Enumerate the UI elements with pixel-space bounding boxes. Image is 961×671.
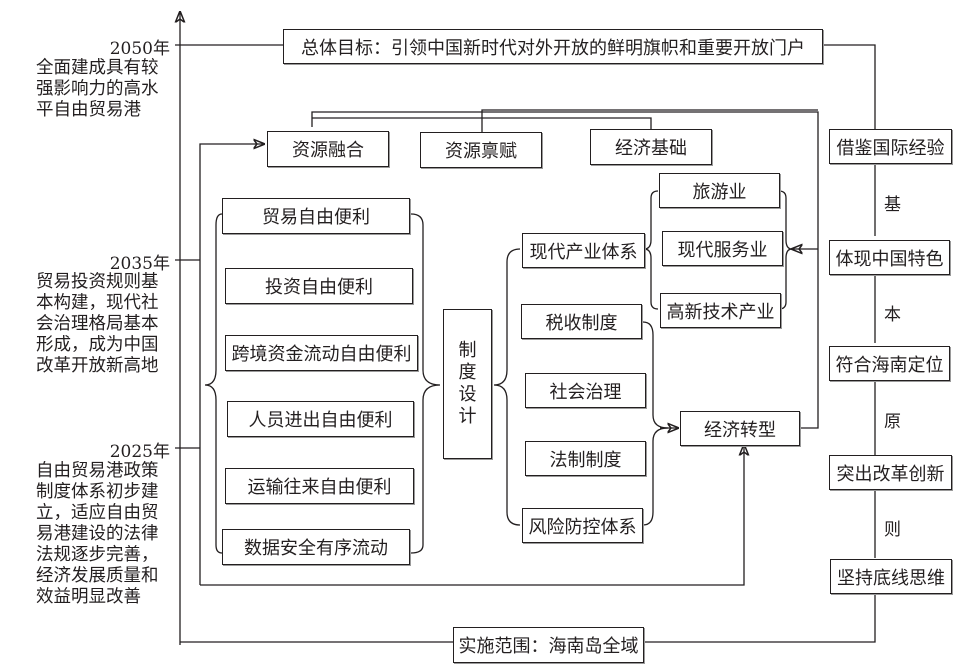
industry-tourism: 旅游业	[659, 173, 780, 208]
desc-line: 强影响力的高水	[36, 79, 159, 99]
freedom-investment: 投资自由便利	[225, 268, 413, 304]
freedom-data-flow: 数据安全有序流动	[222, 529, 410, 565]
endowment-link	[481, 109, 818, 135]
system-legal: 法制制度	[525, 441, 646, 476]
milestone-2025-description: 自由贸易港政策 制度体系初步建 立，适应自由贸 易港建设的法律 法规逐步完善， …	[36, 461, 176, 608]
system-design-box: 制 度 设 计	[443, 309, 492, 459]
freedom-cross-border-capital: 跨境资金流动自由便利	[225, 335, 418, 371]
principles-title-char: 原	[884, 412, 901, 432]
principle-bottom-line: 坚持底线思维	[830, 559, 952, 594]
desc-line: 全面建成具有较	[36, 58, 159, 78]
industries-left-brace	[643, 190, 659, 310]
desc-line: 立，适应自由贸	[36, 503, 159, 523]
loop-to-resource-fusion	[199, 144, 264, 585]
freedom-transport: 运输往来自由便利	[225, 468, 414, 504]
desc-line: 自由贸易港政策	[36, 461, 159, 481]
system-tax: 税收制度	[521, 304, 642, 339]
principles-title-char: 本	[884, 305, 901, 325]
freedoms-left-brace	[204, 213, 223, 554]
desc-line: 贸易投资规则基	[36, 272, 159, 292]
industry-modern-services: 现代服务业	[662, 231, 783, 266]
foundation-resource-fusion: 资源融合	[267, 131, 389, 167]
year-2050: 2050年	[109, 39, 170, 59]
freedoms-right-brace	[410, 213, 441, 554]
system-design-char: 设	[458, 384, 477, 405]
foundation-economic-base: 经济基础	[590, 129, 712, 165]
desc-line: 平自由贸易港	[36, 100, 141, 120]
year-2035: 2035年	[109, 254, 170, 274]
principle-hainan-positioning: 符合海南定位	[829, 346, 950, 381]
systems-left-brace	[493, 248, 521, 526]
freedom-personnel: 人员进出自由便利	[227, 401, 414, 437]
year-2025: 2025年	[109, 442, 170, 462]
freedom-trade: 贸易自由便利	[222, 198, 410, 234]
desc-line: 本构建，现代社	[36, 293, 159, 313]
desc-line: 制度体系初步建	[36, 482, 159, 502]
desc-line: 改革开放新高地	[36, 356, 159, 376]
principles-title-char: 则	[884, 520, 901, 540]
system-modern-industry: 现代产业体系	[522, 233, 645, 268]
desc-line: 效益明显改善	[36, 587, 141, 607]
overall-goal-box: 总体目标：引领中国新时代对外开放的鲜明旗帜和重要开放门户	[283, 29, 823, 64]
systems-right-brace	[642, 321, 669, 526]
loop-to-econ-transform	[200, 445, 744, 586]
economic-transformation-box: 经济转型	[680, 411, 800, 446]
principle-chinese-characteristics: 体现中国特色	[829, 240, 950, 275]
system-risk-control: 风险防控体系	[522, 508, 643, 543]
desc-line: 会治理格局基本	[36, 314, 159, 334]
goal-to-principles	[823, 44, 876, 130]
system-social-governance: 社会治理	[525, 373, 646, 408]
desc-line: 法规逐步完善，	[36, 545, 159, 565]
desc-line: 经济发展质量和	[36, 566, 159, 586]
desc-line: 易港建设的法律	[36, 524, 159, 544]
economic-base-link	[312, 117, 652, 131]
transform-feedback	[311, 111, 819, 429]
principle-reform-innovation: 突出改革创新	[829, 455, 952, 490]
milestone-2050-description: 全面建成具有较 强影响力的高水 平自由贸易港	[36, 58, 176, 121]
principles-title-char: 基	[884, 195, 901, 215]
system-design-char: 制	[458, 340, 477, 361]
system-design-char: 计	[458, 406, 477, 427]
milestone-2035-description: 贸易投资规则基 本构建，现代社 会治理格局基本 形成，成为中国 改革开放新高地	[36, 272, 176, 377]
desc-line: 形成，成为中国	[36, 335, 159, 355]
industries-right-brace	[778, 190, 793, 310]
foundation-resource-endowment: 资源禀赋	[420, 132, 542, 168]
system-design-char: 度	[458, 362, 477, 383]
principle-international-experience: 借鉴国际经验	[829, 129, 952, 164]
principles-to-scope	[644, 594, 876, 643]
industry-high-tech: 高新技术产业	[660, 293, 781, 328]
scope-box: 实施范围：海南岛全域	[453, 627, 644, 663]
